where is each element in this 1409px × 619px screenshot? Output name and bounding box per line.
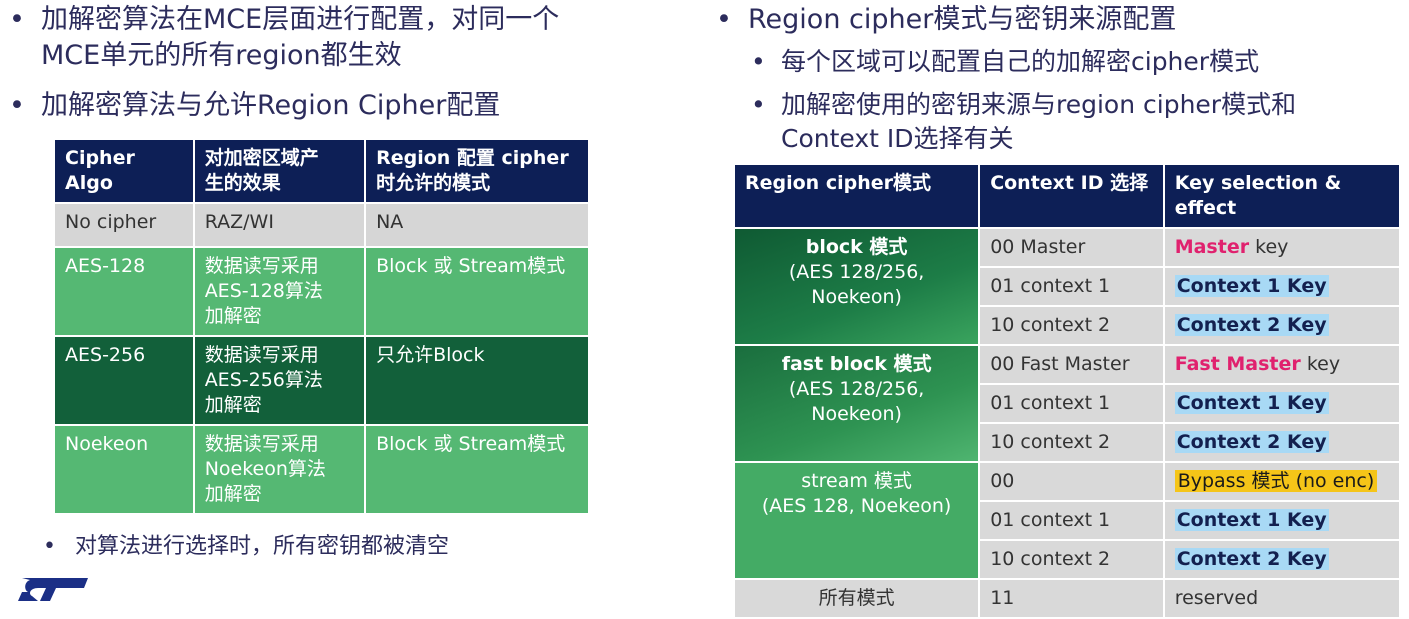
- table-row: 所有模式 11 reserved: [732, 578, 1402, 619]
- table-row: 10 context 2 Context 2 Key: [734, 305, 1402, 346]
- cell-key: Context 2 Key: [1162, 305, 1402, 346]
- right-bullet-1: • Region cipher模式与密钥来源配置: [716, 2, 1388, 38]
- left-note: • 对算法进行选择时，所有密钥都被清空: [43, 530, 450, 564]
- cell-key: Master key: [1162, 227, 1402, 268]
- table-row: 10 context 2 Context 2 Key: [734, 422, 1402, 463]
- cell-mode: Block 或 Stream模式: [364, 424, 590, 515]
- header-key-selection: Key selection &effect: [1162, 163, 1402, 229]
- table-row: block 模式 (AES 128/256, Noekeon) 00 Maste…: [732, 227, 1402, 346]
- cell-context: 01 context 1: [978, 266, 1165, 307]
- right-bullet-1-text: Region cipher模式与密钥来源配置: [748, 4, 1177, 35]
- st-logo-icon: [18, 578, 88, 601]
- left-bullet-2-text: 加解密算法与允许Region Cipher配置: [41, 90, 501, 121]
- cell-key: Context 1 Key: [1162, 266, 1402, 307]
- table-row: 10 context 2 Context 2 Key: [734, 539, 1402, 580]
- header-cipher-mode: Region cipher模式: [732, 163, 981, 229]
- cell-context: 10 context 2: [978, 305, 1165, 346]
- cell-algo: AES-128: [53, 246, 195, 337]
- table-header-row: Region cipher模式 Context ID 选择 Key select…: [732, 163, 1402, 229]
- mode-block: block 模式 (AES 128/256, Noekeon): [732, 227, 981, 346]
- right-sub-2-line1: 加解密使用的密钥来源与region cipher模式和: [781, 90, 1297, 119]
- cell-mode: Block 或 Stream模式: [364, 246, 590, 337]
- table-row: fast block 模式 (AES 128/256, Noekeon) 00 …: [732, 344, 1402, 463]
- table-row: stream 模式 (AES 128, Noekeon) 00 Bypass 模…: [732, 461, 1402, 580]
- right-sub-1: • 每个区域可以配置自己的加解密cipher模式: [751, 45, 1401, 79]
- mode-fast-block: fast block 模式 (AES 128/256, Noekeon): [732, 344, 981, 463]
- cell-context: 00 Fast Master: [978, 344, 1165, 385]
- cell-key: Context 2 Key: [1162, 422, 1402, 463]
- left-bullet-1: • 加解密算法在MCE层面进行配置，对同一个 MCE单元的所有region都生效: [9, 2, 661, 74]
- header-effect: 对加密区域产生的效果: [192, 138, 367, 204]
- cell-context: 00 Master: [978, 227, 1165, 268]
- bullet-dot: •: [716, 4, 732, 35]
- cell-context: 10 context 2: [978, 422, 1165, 463]
- cell-key: reserved: [1162, 578, 1402, 619]
- left-note-text: 对算法进行选择时，所有密钥都被清空: [75, 534, 450, 559]
- cell-effect: RAZ/WI: [192, 202, 367, 248]
- cell-key: Fast Master key: [1162, 344, 1402, 385]
- cell-mode: 只允许Block: [364, 335, 590, 426]
- mode-stream: stream 模式 (AES 128, Noekeon): [732, 461, 981, 580]
- cell-context: 11: [978, 578, 1165, 619]
- bullet-dot: •: [9, 90, 25, 121]
- cell-key: Context 1 Key: [1162, 383, 1402, 424]
- left-bullet-1-line2: MCE单元的所有region都生效: [41, 40, 402, 71]
- cell-context: 01 context 1: [978, 500, 1165, 541]
- table-row: 01 context 1 Context 1 Key: [734, 266, 1402, 307]
- table-row: 01 context 1 Context 1 Key: [734, 383, 1402, 424]
- cell-algo: AES-256: [53, 335, 195, 426]
- cell-key: Context 2 Key: [1162, 539, 1402, 580]
- table-row: 01 context 1 Context 1 Key: [734, 500, 1402, 541]
- bullet-dot: •: [751, 90, 766, 119]
- right-sub-2: • 加解密使用的密钥来源与region cipher模式和 Context ID…: [751, 88, 1401, 156]
- header-context-id: Context ID 选择: [978, 163, 1165, 229]
- region-cipher-table: Region cipher模式 Context ID 选择 Key select…: [732, 163, 1402, 619]
- bullet-dot: •: [9, 4, 25, 35]
- left-bullet-2: • 加解密算法与允许Region Cipher配置: [9, 88, 661, 124]
- cell-key: Context 1 Key: [1162, 500, 1402, 541]
- mode-all: 所有模式: [732, 578, 981, 619]
- cell-context: 01 context 1: [978, 383, 1165, 424]
- right-sub-1-text: 每个区域可以配置自己的加解密cipher模式: [781, 47, 1260, 76]
- left-bullet-1-line1: 加解密算法在MCE层面进行配置，对同一个: [41, 4, 560, 35]
- bullet-dot: •: [43, 534, 56, 559]
- bullet-dot: •: [751, 47, 766, 76]
- cell-context: 10 context 2: [978, 539, 1165, 580]
- right-sub-2-line2: Context ID选择有关: [781, 124, 1014, 153]
- cell-context: 00: [978, 461, 1165, 502]
- cell-key: Bypass 模式 (no enc): [1162, 461, 1402, 502]
- table-row: No cipher RAZ/WI NA: [53, 202, 590, 248]
- cell-algo: No cipher: [53, 202, 195, 248]
- cell-algo: Noekeon: [53, 424, 195, 515]
- cell-mode: NA: [364, 202, 590, 248]
